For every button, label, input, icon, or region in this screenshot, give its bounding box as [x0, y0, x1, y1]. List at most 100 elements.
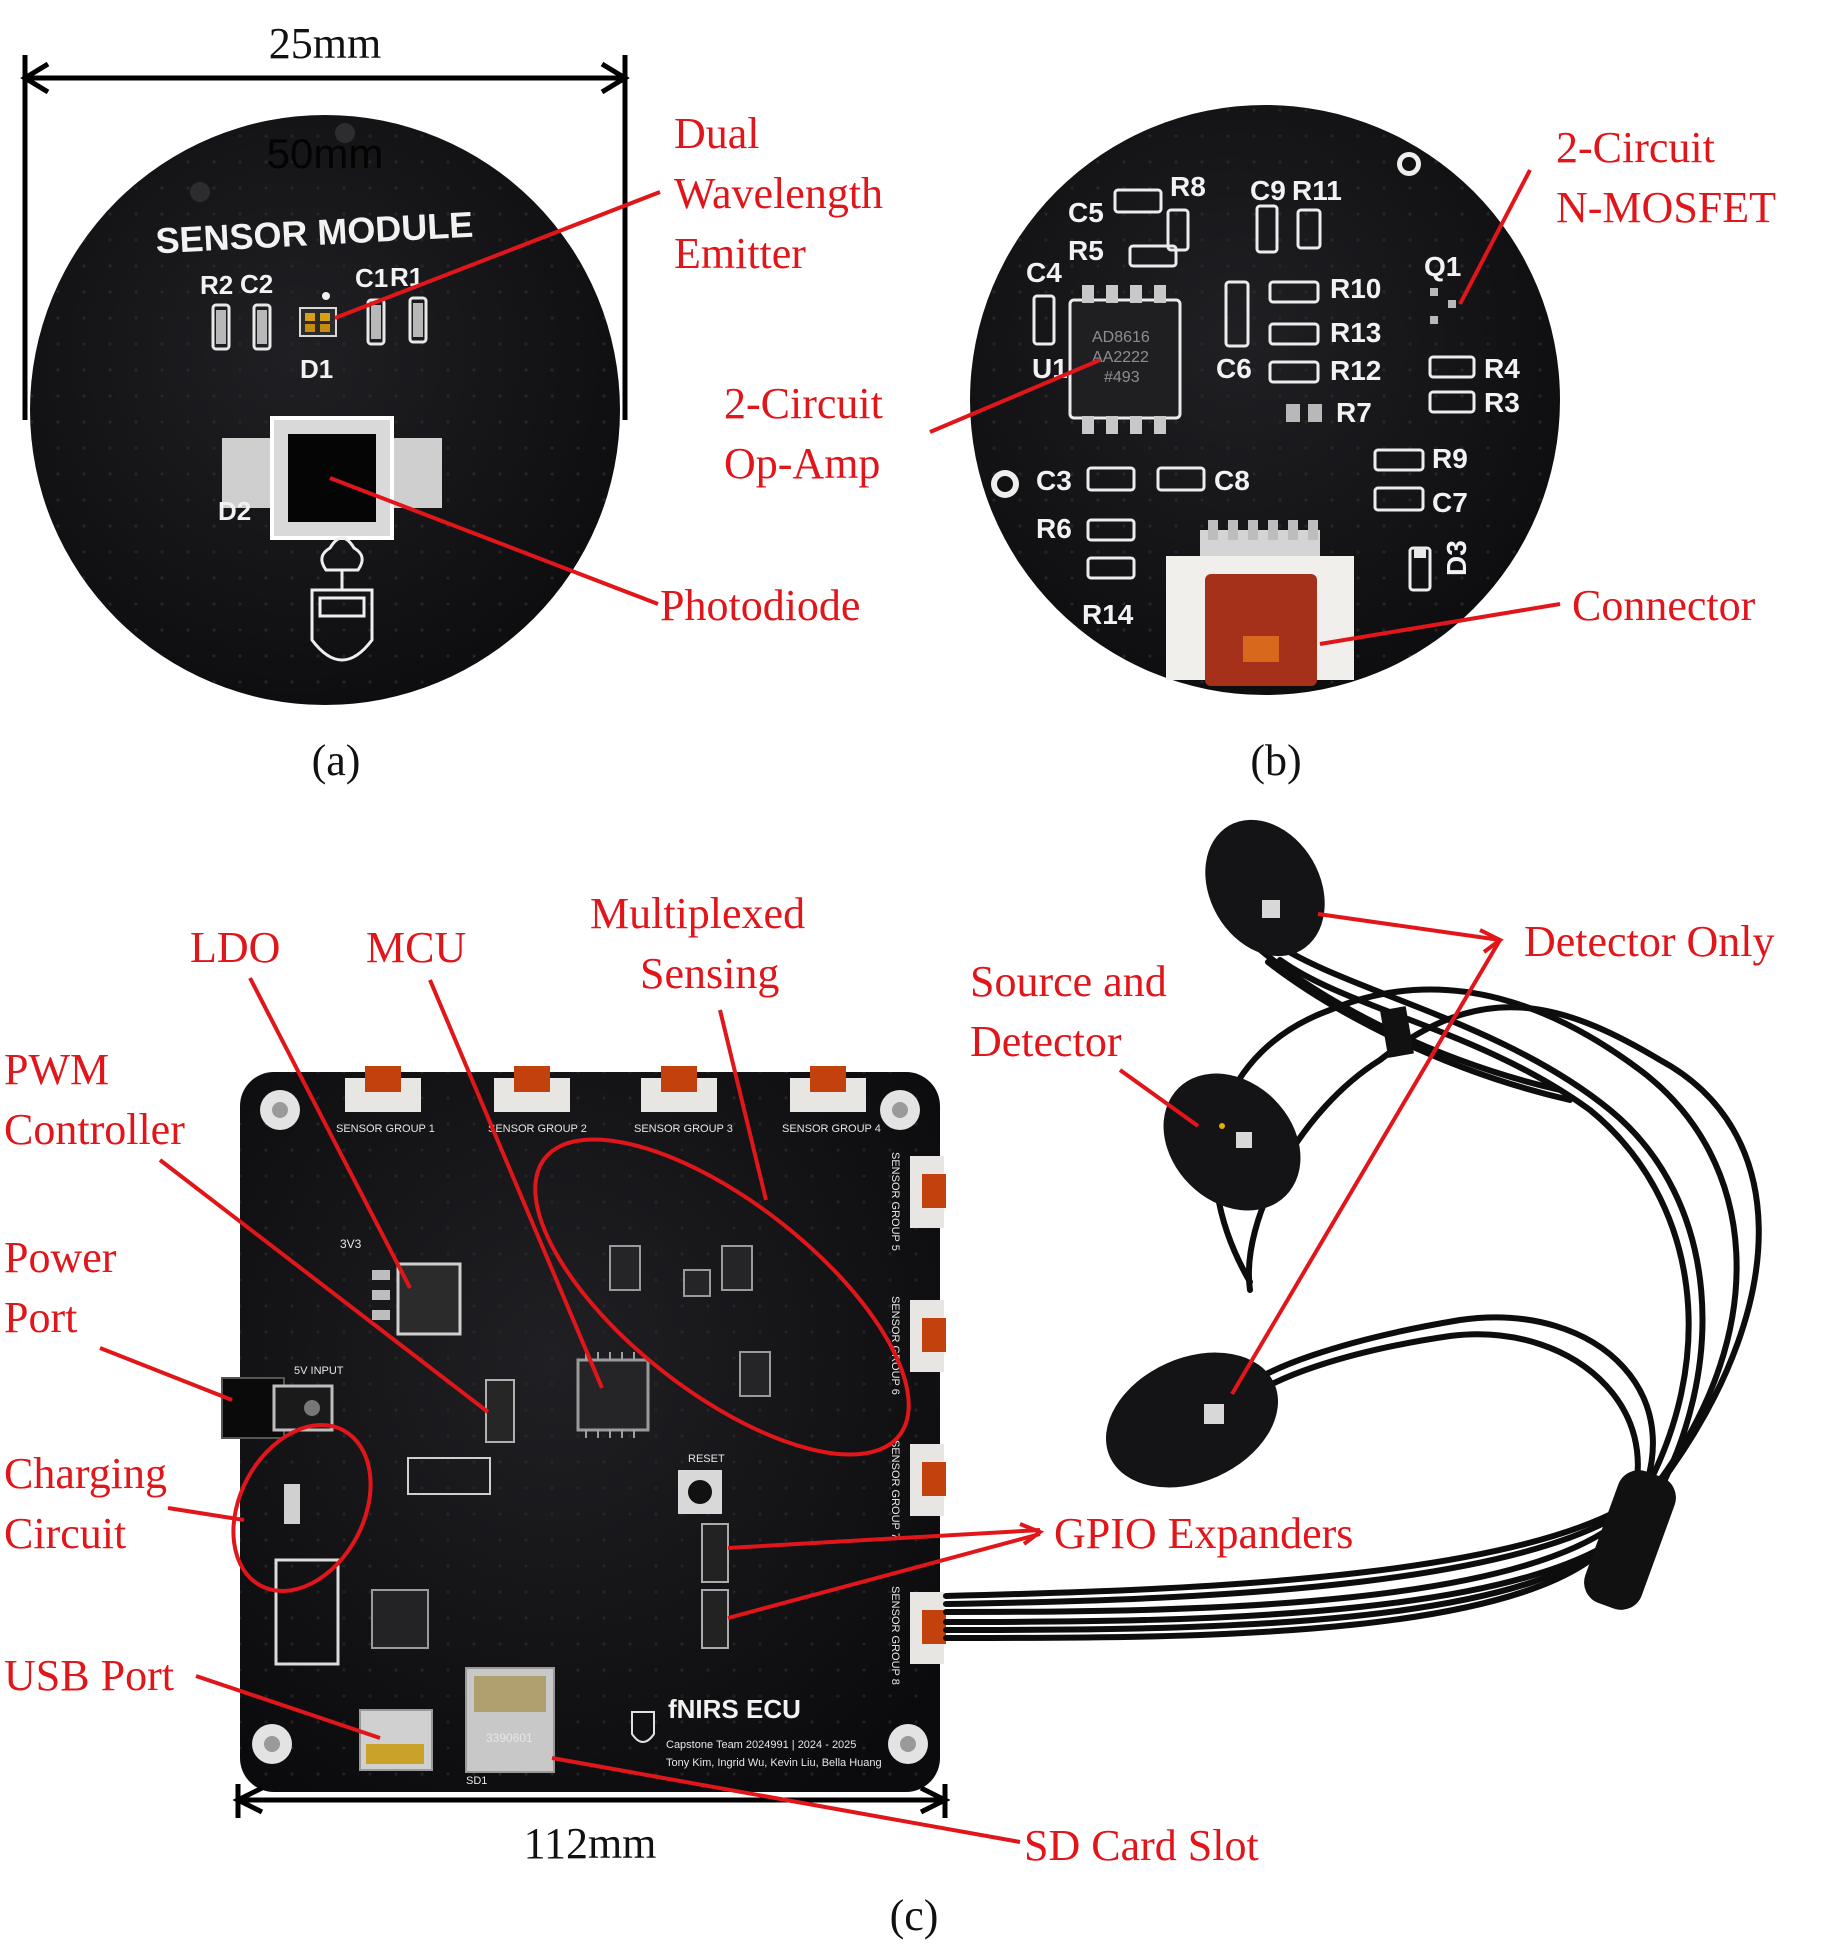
sensor-group-3-label: SENSOR GROUP 3 — [634, 1123, 733, 1135]
svg-text:R11: R11 — [1292, 175, 1342, 206]
label-emitter-line1: Dual — [674, 109, 760, 158]
reset-label: RESET — [688, 1453, 725, 1465]
svg-text:R5: R5 — [1068, 235, 1104, 266]
mount-hole — [190, 182, 210, 202]
leader-power — [99, 1346, 233, 1402]
sensor-group-5-label: SENSOR GROUP 5 — [889, 1152, 901, 1251]
leader-detector-only-1 — [1317, 912, 1501, 942]
pwm-controller-ic — [485, 1379, 515, 1443]
op-amp-ic: AD8616 AA2222 #493 — [1068, 285, 1182, 434]
leader-emitter — [334, 190, 661, 320]
dual-wavelength-emitter — [299, 292, 337, 337]
svg-text:C7: C7 — [1432, 487, 1468, 518]
label-mosfet-line1: 2-Circuit — [1556, 123, 1715, 172]
mount-hole — [335, 123, 355, 143]
label-emitter-line3: Emitter — [674, 229, 806, 278]
panel-b: AD8616 AA2222 #493 — [724, 105, 1776, 785]
cable-heatshrink — [1584, 1470, 1676, 1610]
leader-gpio-2 — [727, 1532, 1041, 1620]
label-opamp-line1: 2-Circuit — [724, 379, 883, 428]
ecu-title: fNIRS ECU — [668, 1694, 801, 1724]
sd-marking: 3390601 — [486, 1731, 533, 1745]
detector-module-bottom — [1106, 1352, 1278, 1488]
leader-source-detector — [1118, 1068, 1200, 1128]
dimension-bar-board — [232, 1784, 951, 1818]
leader-mux — [718, 1009, 768, 1201]
svg-text:R6: R6 — [1036, 513, 1072, 544]
svg-text:C3: C3 — [1036, 465, 1072, 496]
ic-marking-1: AD8616 — [1092, 329, 1150, 346]
label-charging-line2: Circuit — [4, 1509, 126, 1558]
label-mcu: MCU — [366, 923, 466, 972]
ref-d1: D1 — [300, 354, 333, 384]
ic-u18 — [371, 1589, 429, 1649]
gpio-expander-1 — [701, 1523, 729, 1583]
detector-module-top — [1205, 819, 1325, 957]
leader-charging — [167, 1506, 245, 1522]
ref-designators-b: C5 R8 C9 R11 R5 C4 U1 R10 R13 R12 R7 C6 … — [1026, 171, 1520, 630]
connector-component — [1166, 520, 1354, 686]
caption-a: (a) — [312, 736, 361, 785]
leader-connector — [1319, 602, 1561, 646]
svg-text:C4: C4 — [1026, 257, 1062, 288]
sensor-group-6-label: SENSOR GROUP 6 — [889, 1296, 901, 1395]
svg-text:R10: R10 — [1330, 273, 1381, 304]
leader-photodiode — [329, 476, 659, 606]
top-sensor-connectors — [345, 1066, 866, 1112]
leader-pwm — [158, 1158, 490, 1414]
mux-ics — [609, 1245, 771, 1397]
svg-text:R13: R13 — [1330, 317, 1381, 348]
charging-highlight-ellipse — [231, 1423, 373, 1593]
sensor-group-7-label: SENSOR GROUP 7 — [889, 1440, 901, 1539]
header-pins — [407, 1457, 491, 1495]
svg-text:R3: R3 — [1484, 387, 1520, 418]
svg-text:Q1: Q1 — [1424, 251, 1461, 282]
leader-mcu — [428, 979, 604, 1389]
svg-text:C6: C6 — [1216, 353, 1252, 384]
svg-text:C8: C8 — [1214, 465, 1250, 496]
ref-c1: C1 — [355, 263, 388, 293]
leader-opamp — [929, 358, 1101, 434]
label-pwm-line1: PWM — [4, 1045, 109, 1094]
panel-c: SENSOR GROUP 1 SENSOR GROUP 2 SENSOR GRO… — [4, 819, 1774, 1940]
leader-mosfet — [1458, 169, 1532, 305]
label-photodiode: Photodiode — [660, 581, 860, 630]
charging-circuit-area — [274, 1484, 340, 1666]
svg-text:R7: R7 — [1336, 397, 1372, 428]
usb-port — [359, 1709, 433, 1771]
label-emitter-line2: Wavelength — [674, 169, 883, 218]
svg-text:C5: C5 — [1068, 197, 1104, 228]
passive-outlines — [1032, 188, 1476, 592]
cable-tag — [1380, 1006, 1414, 1058]
ic-marking-3: #493 — [1104, 369, 1140, 386]
label-ldo: LDO — [190, 923, 280, 972]
power-jack — [221, 1377, 334, 1439]
svg-text:R4: R4 — [1484, 353, 1520, 384]
label-usb: USB Port — [4, 1651, 174, 1700]
sd-card-slot: 3390601 — [465, 1667, 555, 1773]
label-mosfet-line2: N-MOSFET — [1556, 183, 1776, 232]
dimension-label-board: 112mm — [524, 1819, 657, 1868]
mux-highlight-ellipse — [533, 1137, 911, 1457]
label-opamp-line2: Op-Amp — [724, 439, 880, 488]
label-sd: SD Card Slot — [1024, 1821, 1259, 1870]
label-detector-only: Detector Only — [1524, 917, 1774, 966]
label-power-line1: Power — [4, 1233, 117, 1282]
mcu-chip — [576, 1352, 650, 1438]
dimension-overlay-label: 50mm — [267, 130, 384, 177]
label-power-line2: Port — [4, 1293, 77, 1342]
leader-ldo — [248, 977, 412, 1289]
ic-marking-2: AA2222 — [1092, 349, 1149, 366]
ecu-credits-1: Capstone Team 2024991 | 2024 - 2025 — [666, 1739, 856, 1751]
ldo-regulator — [372, 1262, 462, 1336]
ref-d2: D2 — [218, 496, 251, 526]
leader-gpio-1 — [727, 1528, 1041, 1550]
caption-c: (c) — [890, 1891, 939, 1940]
dimension-bar-module — [20, 55, 630, 420]
sd-ref-label: SD1 — [466, 1775, 487, 1787]
label-connector: Connector — [1572, 581, 1756, 630]
sensor-group-1-label: SENSOR GROUP 1 — [336, 1123, 435, 1135]
svg-text:D3: D3 — [1441, 540, 1472, 576]
gpio-expander-2 — [701, 1589, 729, 1649]
